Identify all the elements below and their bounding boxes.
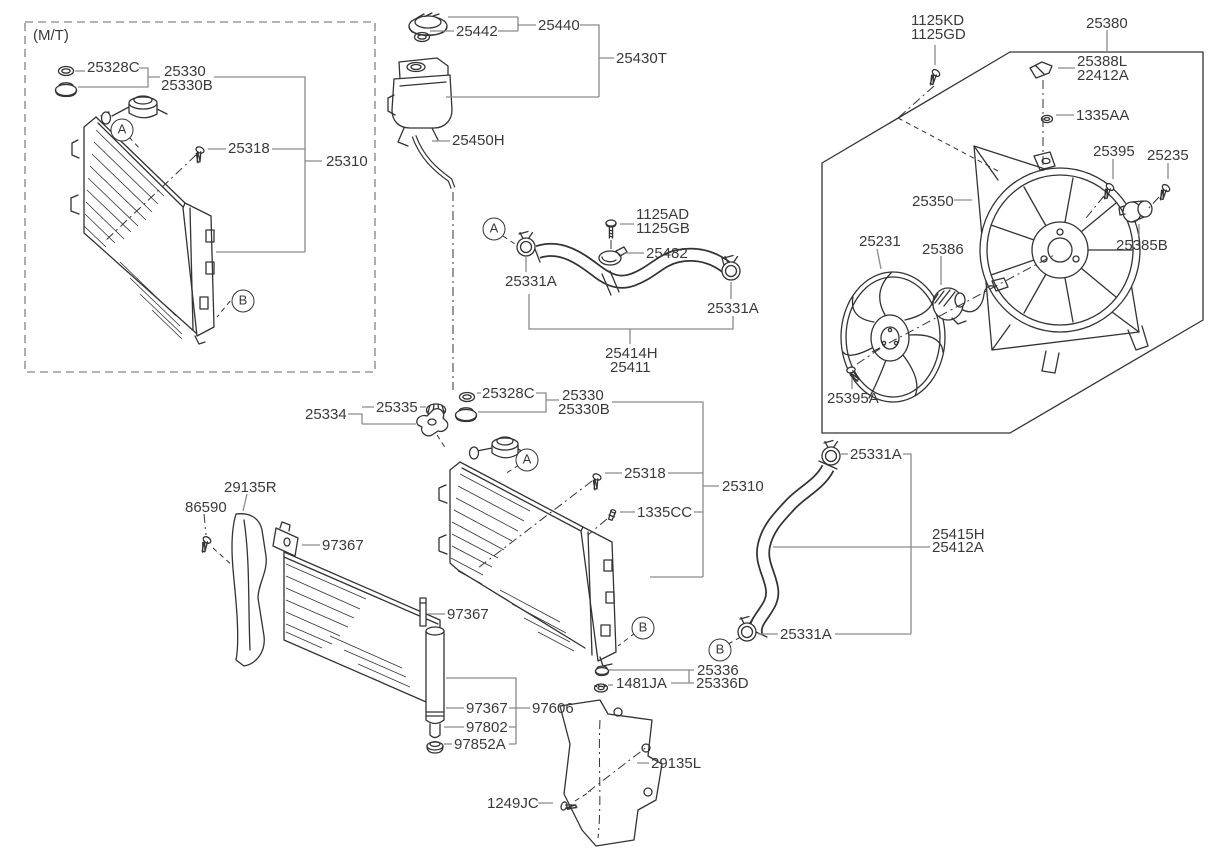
part-label-25411-upper-hose: 25411 <box>610 359 651 376</box>
part-label-1125AD-upper-hose: 1125AD <box>636 206 690 223</box>
fan-assembly-leader-lines <box>851 30 1169 389</box>
receiver-drier-drawing <box>425 626 445 754</box>
mt-variant-box-border <box>24 21 376 373</box>
main-radiator-drawing <box>436 434 742 693</box>
part-label-25336-main-radiator: 25336 <box>697 662 739 679</box>
part-label-1249JC-condenser-shields: 1249JC <box>487 795 539 812</box>
part-label-25330-mt-variant-box: 25330 <box>164 63 206 80</box>
condenser-drawing <box>195 521 445 754</box>
part-label-25331A-upper-hose: 25331A <box>505 273 557 290</box>
part-label-25328C-main-radiator: 25328C <box>482 385 535 402</box>
part-label-25414H-upper-hose: 25414H <box>605 345 658 362</box>
reservoir-drawing <box>387 12 456 390</box>
part-label-25335-main-radiator: 25335 <box>376 399 418 416</box>
reservoir-leader-lines <box>430 16 614 142</box>
callout-a: A <box>482 217 506 241</box>
callout-b: B <box>708 638 732 662</box>
main-radiator-cap-parts <box>416 391 478 437</box>
part-label-1125GB-upper-hose: 1125GB <box>636 220 690 237</box>
part-label-25395A-fan-assembly: 25395A <box>827 390 879 407</box>
part-label-25385B-fan-assembly: 25385B <box>1116 237 1168 254</box>
part-label-22412A-fan-assembly: 22412A <box>1077 67 1129 84</box>
mt-leader-lines <box>75 67 322 253</box>
part-label-1335AA-fan-assembly: 1335AA <box>1076 107 1130 124</box>
part-label-25328C-mt-variant-box: 25328C <box>87 59 140 76</box>
part-label-29135R-condenser-shields: 29135R <box>224 479 277 496</box>
fan-shroud-drawing <box>973 145 1149 374</box>
part-label-25331A-lower-hose: 25331A <box>850 446 902 463</box>
part-label-97367-condenser-shields: 97367 <box>447 606 489 623</box>
part-label-25386-fan-assembly: 25386 <box>922 241 964 258</box>
part-label-97606-condenser-shields: 97606 <box>532 700 574 717</box>
part-label-25235-fan-assembly: 25235 <box>1147 147 1189 164</box>
part-label-25482-upper-hose: 25482 <box>646 245 688 262</box>
part-label-25450H-reservoir: 25450H <box>452 132 505 149</box>
part-label-25395-fan-assembly: 25395 <box>1093 143 1135 160</box>
part-label-25350-fan-assembly: 25350 <box>912 193 954 210</box>
outlet-fitting-25334 <box>416 408 449 437</box>
upper-hose-drawing <box>502 219 741 296</box>
part-label-25331A-upper-hose: 25331A <box>707 300 759 317</box>
part-label-86590-condenser-shields: 86590 <box>185 499 227 516</box>
part-label-1481JA-main-radiator: 1481JA <box>616 675 667 692</box>
right-air-guard-29135R <box>231 513 267 667</box>
part-label-25430T-reservoir: 25430T <box>616 50 667 67</box>
part-label-25310-main-radiator: 25310 <box>722 478 764 495</box>
part-label-97852A-condenser-shields: 97852A <box>454 736 506 753</box>
fan-assembly-drawing <box>821 51 1204 434</box>
part-label-97367-condenser-shields: 97367 <box>466 700 508 717</box>
thermo-plug-25385B <box>1118 200 1153 223</box>
part-label-25412A-lower-hose: 25412A <box>932 539 984 556</box>
part-label-25442-reservoir: 25442 <box>456 23 498 40</box>
part-label-25334-main-radiator: 25334 <box>305 406 347 423</box>
callout-b: B <box>631 616 655 640</box>
part-label-97802-condenser-shields: 97802 <box>466 719 508 736</box>
part-label-97367-condenser-shields: 97367 <box>322 537 364 554</box>
part-label-25380-fan-assembly: 25380 <box>1086 15 1128 32</box>
part-label-25318-main-radiator: 25318 <box>624 465 666 482</box>
screw-86590-leader <box>203 513 207 536</box>
upper-hose-leader-lines <box>525 223 734 344</box>
part-label-25318-mt-variant-box: 25318 <box>228 140 270 157</box>
part-label-25440-reservoir: 25440 <box>538 17 580 34</box>
part-label-1125GD-fan-assembly: 1125GD <box>911 26 966 43</box>
part-label-MT-mt-variant-box: (M/T) <box>33 27 69 44</box>
part-label-1335CC-main-radiator: 1335CC <box>637 504 693 521</box>
lower-hose-leader-lines <box>758 453 930 635</box>
part-label-25336D-main-radiator: 25336D <box>696 675 749 692</box>
part-label-25415H-lower-hose: 25415H <box>932 526 985 543</box>
part-label-1125KD-fan-assembly: 1125KD <box>911 12 965 29</box>
fan-blade-drawing <box>840 271 946 403</box>
lower-hose-drawing <box>737 439 841 642</box>
part-label-25330B-main-radiator: 25330B <box>558 401 610 418</box>
left-air-guard-29135L <box>559 699 663 847</box>
callout-a: A <box>110 118 134 142</box>
part-label-25231-fan-assembly: 25231 <box>859 233 901 250</box>
condenser-leader-lines <box>242 493 649 804</box>
shield-screw-dashes <box>212 547 592 802</box>
part-label-25388L-fan-assembly: 25388L <box>1077 53 1128 70</box>
part-label-25330-main-radiator: 25330 <box>562 387 604 404</box>
main-radiator-leader-lines <box>348 392 719 686</box>
part-label-29135L-condenser-shields: 29135L <box>651 755 702 772</box>
callout-a: A <box>515 448 539 472</box>
fan-assembly-boundary <box>821 51 1204 434</box>
part-label-25310-mt-variant-box: 25310 <box>326 153 368 170</box>
part-label-25331A-lower-hose: 25331A <box>780 626 832 643</box>
callout-b: B <box>231 289 255 313</box>
part-label-25330B-mt-variant-box: 25330B <box>161 77 213 94</box>
